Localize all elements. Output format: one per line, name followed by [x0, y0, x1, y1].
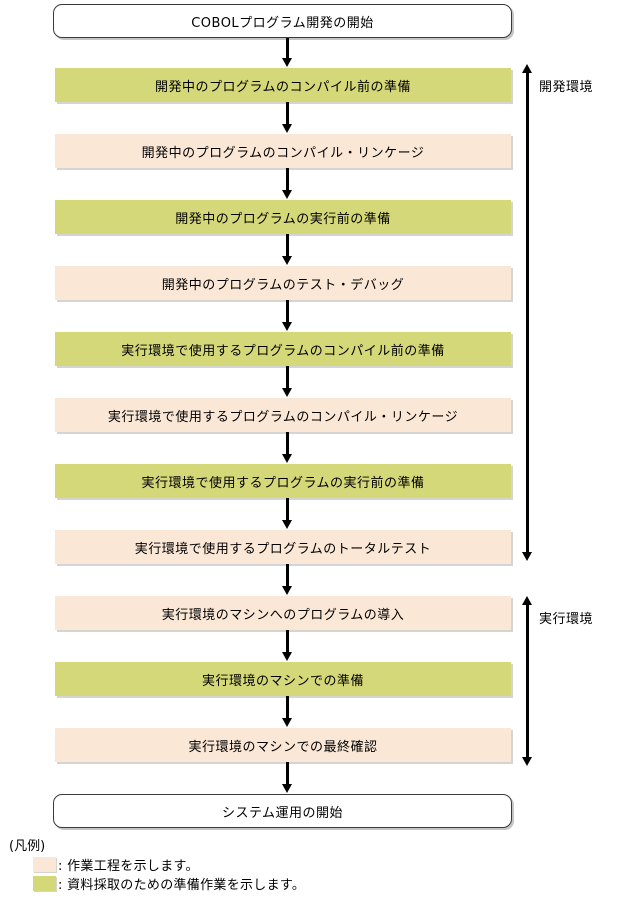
arrowhead-down-icon	[522, 757, 532, 766]
connector-arrow	[282, 366, 293, 397]
arrowhead-up-icon	[522, 596, 532, 605]
legend-title: (凡例)	[9, 839, 46, 854]
connector-arrow	[282, 234, 293, 265]
flow-node-label: 実行環境のマシンでの準備	[201, 673, 364, 689]
flow-node-label: 実行環境で使用するプログラムのコンパイル・リンケージ	[107, 409, 459, 425]
flow-node-label: 実行環境のマシンへのプログラムの導入	[161, 607, 405, 623]
connector-stem	[286, 432, 289, 455]
flow-node-label: COBOLプログラム開発の開始	[191, 15, 374, 31]
legend-item-process: : 作業工程を示します。	[33, 855, 305, 874]
legend-item-label: : 資料採取のための準備作業を示します。	[58, 878, 306, 893]
arrowhead-down-icon	[282, 322, 292, 331]
arrowhead-down-icon	[282, 388, 292, 397]
connector-stem	[286, 696, 289, 719]
flow-node-7: 実行環境で使用するプログラムの実行前の準備	[55, 464, 511, 498]
connector-arrow	[282, 102, 293, 133]
flow-node-label: 開発中のプログラムのコンパイル・リンケージ	[141, 145, 425, 161]
connector-arrow	[282, 564, 293, 595]
connector-arrow	[282, 300, 293, 331]
span-label-development: 開発環境	[539, 80, 594, 95]
flow-node-label: 実行環境で使用するプログラムのトータルテスト	[134, 541, 432, 557]
flow-node-label: 実行環境で使用するプログラムのコンパイル前の準備	[121, 343, 445, 359]
legend-swatch-preparation	[33, 876, 56, 891]
flow-node-label: システム運用の開始	[221, 805, 344, 821]
connector-stem	[286, 300, 289, 323]
connector-stem	[286, 762, 289, 785]
flow-node-5: 実行環境で使用するプログラムのコンパイル前の準備	[55, 332, 511, 366]
flow-node-2: 開発中のプログラムのコンパイル・リンケージ	[55, 134, 511, 168]
connector-arrow	[282, 38, 293, 67]
flow-node-label: 開発中のプログラムのテスト・デバッグ	[161, 277, 405, 293]
flow-node-label: 開発中のプログラムの実行前の準備	[175, 211, 391, 227]
arrowhead-down-icon	[282, 652, 292, 661]
connector-stem	[286, 630, 289, 653]
legend-item-preparation: : 資料採取のための準備作業を示します。	[33, 874, 305, 893]
span-stem	[526, 604, 529, 758]
flow-node-start: COBOLプログラム開発の開始	[53, 4, 512, 38]
flow-node-label: 実行環境のマシンでの最終確認	[188, 739, 378, 755]
span-bracket-development	[522, 64, 533, 561]
flow-node-end: システム運用の開始	[53, 794, 512, 828]
connector-stem	[286, 498, 289, 521]
flow-node-10: 実行環境のマシンでの準備	[55, 662, 511, 696]
connector-stem	[286, 102, 289, 125]
connector-stem	[286, 38, 289, 59]
connector-arrow	[282, 498, 293, 529]
flow-node-label: 開発中のプログラムのコンパイル前の準備	[154, 79, 412, 95]
arrowhead-down-icon	[282, 190, 292, 199]
flow-node-11: 実行環境のマシンでの最終確認	[55, 728, 511, 762]
connector-stem	[286, 366, 289, 389]
arrowhead-down-icon	[282, 586, 292, 595]
arrowhead-down-icon	[282, 124, 292, 133]
arrowhead-down-icon	[282, 454, 292, 463]
connector-stem	[286, 564, 289, 587]
connector-arrow	[282, 168, 293, 199]
flow-node-6: 実行環境で使用するプログラムのコンパイル・リンケージ	[55, 398, 511, 432]
arrowhead-down-icon	[282, 520, 292, 529]
legend-swatch-process	[33, 857, 56, 872]
connector-stem	[286, 168, 289, 191]
flow-node-4: 開発中のプログラムのテスト・デバッグ	[55, 266, 511, 300]
legend-item-label: : 作業工程を示します。	[58, 859, 199, 874]
connector-arrow	[282, 696, 293, 727]
flow-node-label: 実行環境で使用するプログラムの実行前の準備	[141, 475, 425, 491]
arrowhead-down-icon	[282, 718, 292, 727]
connector-arrow	[282, 630, 293, 661]
span-stem	[526, 72, 529, 553]
span-bracket-runtime	[522, 596, 533, 766]
connector-arrow	[282, 432, 293, 463]
arrowhead-down-icon	[282, 58, 292, 67]
arrowhead-up-icon	[522, 64, 532, 73]
flow-node-8: 実行環境で使用するプログラムのトータルテスト	[55, 530, 511, 564]
connector-arrow	[282, 762, 293, 793]
span-label-runtime: 実行環境	[539, 612, 594, 627]
legend: (凡例) : 作業工程を示します。 : 資料採取のための準備作業を示します。	[9, 838, 305, 893]
flow-node-9: 実行環境のマシンへのプログラムの導入	[55, 596, 511, 630]
flow-node-1: 開発中のプログラムのコンパイル前の準備	[55, 68, 511, 102]
connector-stem	[286, 234, 289, 257]
arrowhead-down-icon	[522, 552, 532, 561]
arrowhead-down-icon	[282, 784, 292, 793]
arrowhead-down-icon	[282, 256, 292, 265]
flow-node-3: 開発中のプログラムの実行前の準備	[55, 200, 511, 234]
